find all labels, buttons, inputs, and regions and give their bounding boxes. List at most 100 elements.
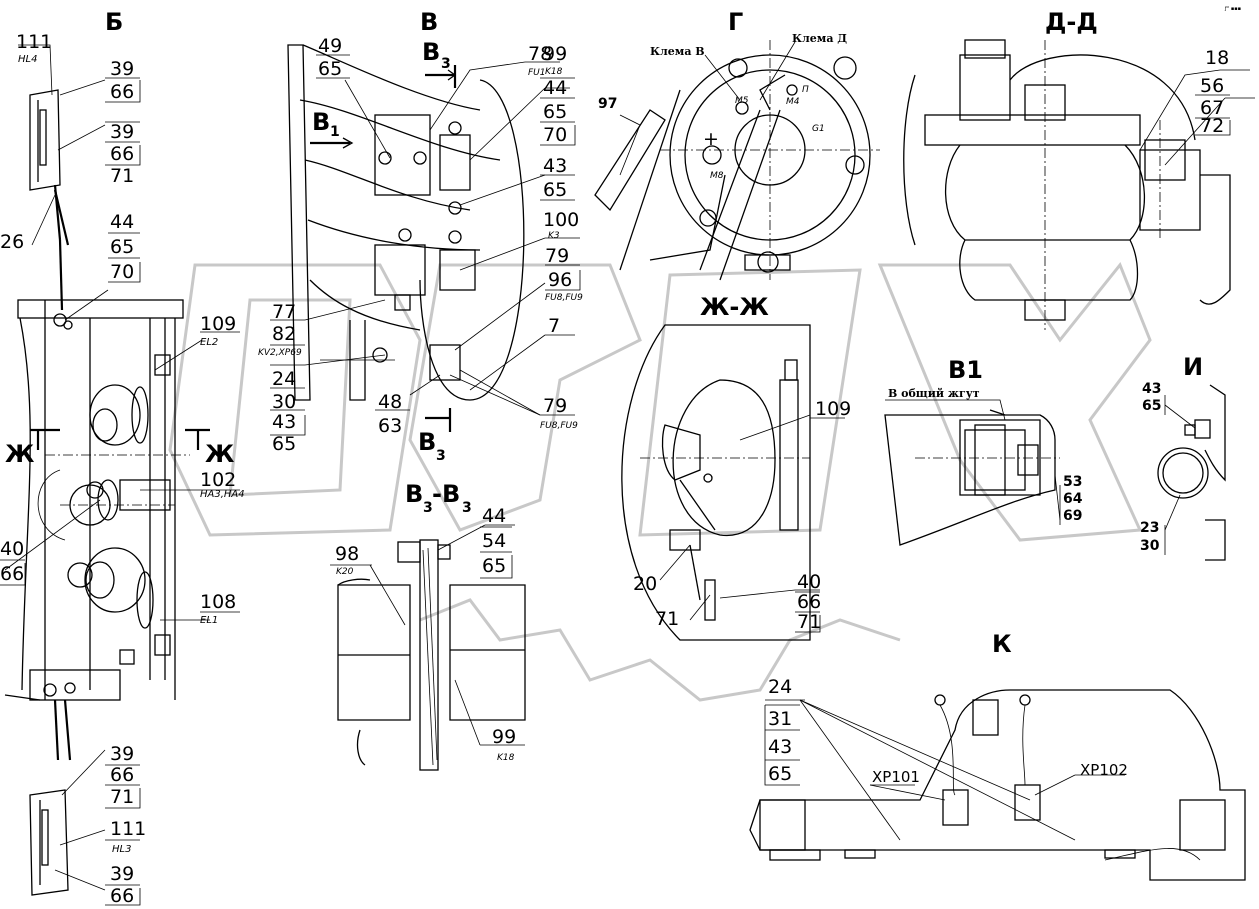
view-v3v3 (330, 524, 526, 771)
callout-k-24: 24 (768, 676, 792, 698)
callout-v3-99: 99 (492, 726, 516, 748)
view-title-v3v3-dash: -В (432, 480, 460, 508)
callout-k-31: 31 (768, 708, 792, 730)
callout-v-70: 70 (543, 124, 567, 146)
callout-v-100: 100 (543, 209, 579, 231)
callout-v-24: 24 (272, 368, 296, 390)
callout-dd-56: 56 (1200, 75, 1224, 97)
callout-v1-69: 69 (1063, 508, 1082, 524)
callout-b-39-c: 39 (110, 743, 134, 765)
callout-zh-20: 20 (633, 573, 657, 595)
callout-b-70: 70 (110, 261, 134, 283)
watermark (168, 262, 1152, 702)
callout-k-xp101: XP101 (872, 768, 920, 786)
callout-v1-obshchiy: В общий жгут (888, 387, 980, 400)
callout-v-fu1: FU1 (528, 68, 546, 78)
callout-dd-67: 67 (1200, 97, 1224, 119)
callout-v-43: 43 (543, 155, 567, 177)
callout-b-el2: EL2 (200, 337, 218, 348)
arrow-label-v1: В (312, 108, 330, 136)
callout-b-111-top: 111 (16, 31, 52, 53)
callout-b-109: 109 (200, 313, 236, 335)
callout-b-44: 44 (110, 211, 134, 233)
callout-zh-109: 109 (815, 398, 851, 420)
callout-b-el1: EL1 (200, 615, 218, 626)
callout-v-78: 78 (528, 43, 552, 65)
callout-v-30: 30 (272, 391, 296, 413)
callout-dd-18: 18 (1205, 47, 1229, 69)
callout-zh-40: 40 (797, 571, 821, 593)
callout-zh-71: 71 (655, 608, 679, 630)
callout-i-23: 23 (1140, 520, 1159, 536)
callout-dd-72: 72 (1200, 115, 1224, 137)
callout-b-hl4: HL4 (18, 54, 37, 65)
callout-g-plus: + (703, 128, 719, 150)
labels: ƒ° ▪▪▪ Б В Г Д-Д Ж-Ж В1 И К Ж Ж В 3 -В 3… (0, 6, 1241, 907)
callout-b-39-b: 39 (110, 121, 134, 143)
callout-zh-71-b: 71 (797, 611, 821, 633)
callout-v-44: 44 (543, 77, 567, 99)
view-title-v3v3-a: В (405, 480, 423, 508)
arrow-label-v1-sub: 1 (330, 124, 340, 140)
callout-b-66-d: 66 (110, 764, 134, 786)
callout-v-43-b: 43 (272, 411, 296, 433)
arrow-label-v3-bottom: В (418, 428, 436, 456)
callout-g-m8: M8 (710, 171, 724, 181)
view-title-k: К (992, 630, 1012, 658)
callout-v-65-d: 65 (272, 433, 296, 455)
view-title-b: Б (105, 8, 123, 36)
view-k (749, 689, 1246, 881)
callout-i-43: 43 (1142, 381, 1161, 397)
callout-v-kv2: KV2,XP69 (258, 348, 302, 358)
callout-k-65: 65 (768, 763, 792, 785)
callout-v-k3: K3 (548, 231, 560, 241)
callout-v1-64: 64 (1063, 491, 1083, 507)
callout-v-63: 63 (378, 415, 402, 437)
callout-b-65: 65 (110, 236, 134, 258)
view-zhzh (621, 324, 845, 641)
callout-b-26: 26 (0, 231, 24, 253)
callout-v3-54: 54 (482, 530, 506, 552)
view-b (4, 44, 240, 896)
callout-v-96: 96 (548, 269, 572, 291)
view-title-dd: Д-Д (1045, 8, 1098, 36)
callout-i-65: 65 (1142, 398, 1161, 414)
callout-v-65-a: 65 (318, 58, 342, 80)
callout-b-66-e: 66 (110, 885, 134, 907)
callout-v-82: 82 (272, 323, 296, 345)
callout-b-71-c: 71 (110, 786, 134, 808)
callout-b-66-c: 66 (0, 563, 24, 585)
callout-v-48: 48 (378, 391, 402, 413)
callout-b-39-a: 39 (110, 58, 134, 80)
callout-v-65-b: 65 (543, 101, 567, 123)
view-v1 (884, 399, 1061, 546)
callout-v1-53: 53 (1063, 474, 1082, 490)
callout-g-m4: M4 (786, 97, 800, 107)
arrow-label-v3-bottom-sub: 3 (436, 448, 446, 464)
callout-v-79-b: 79 (543, 395, 567, 417)
view-g (594, 40, 880, 281)
callout-v3-65: 65 (482, 555, 506, 577)
callout-v-49: 49 (318, 35, 342, 57)
section-mark-zh-right: Ж (205, 440, 235, 468)
view-title-zhzh: Ж-Ж (700, 293, 769, 321)
view-title-i: И (1183, 353, 1203, 381)
callout-b-66-b: 66 (110, 143, 134, 165)
view-title-g: Г (728, 8, 743, 36)
corner-mark: ƒ° ▪▪▪ (1224, 6, 1241, 12)
callout-v3-k20: K20 (336, 567, 354, 577)
view-title-v3v3-a-sub: 3 (423, 500, 433, 516)
callout-zh-66: 66 (797, 591, 821, 613)
callout-b-108: 108 (200, 591, 236, 613)
callout-v3-k18: K18 (497, 753, 515, 763)
callout-i-30: 30 (1140, 538, 1160, 554)
callout-v3-98: 98 (335, 543, 359, 565)
callout-v-fu89-a: FU8,FU9 (545, 293, 583, 303)
callout-v3-44: 44 (482, 505, 506, 527)
callout-v-fu89-b: FU8,FU9 (540, 421, 578, 431)
callout-v-7: 7 (548, 315, 560, 337)
callout-b-40: 40 (0, 538, 24, 560)
callout-b-71-b: 71 (110, 165, 134, 187)
callout-g-97: 97 (598, 96, 617, 112)
